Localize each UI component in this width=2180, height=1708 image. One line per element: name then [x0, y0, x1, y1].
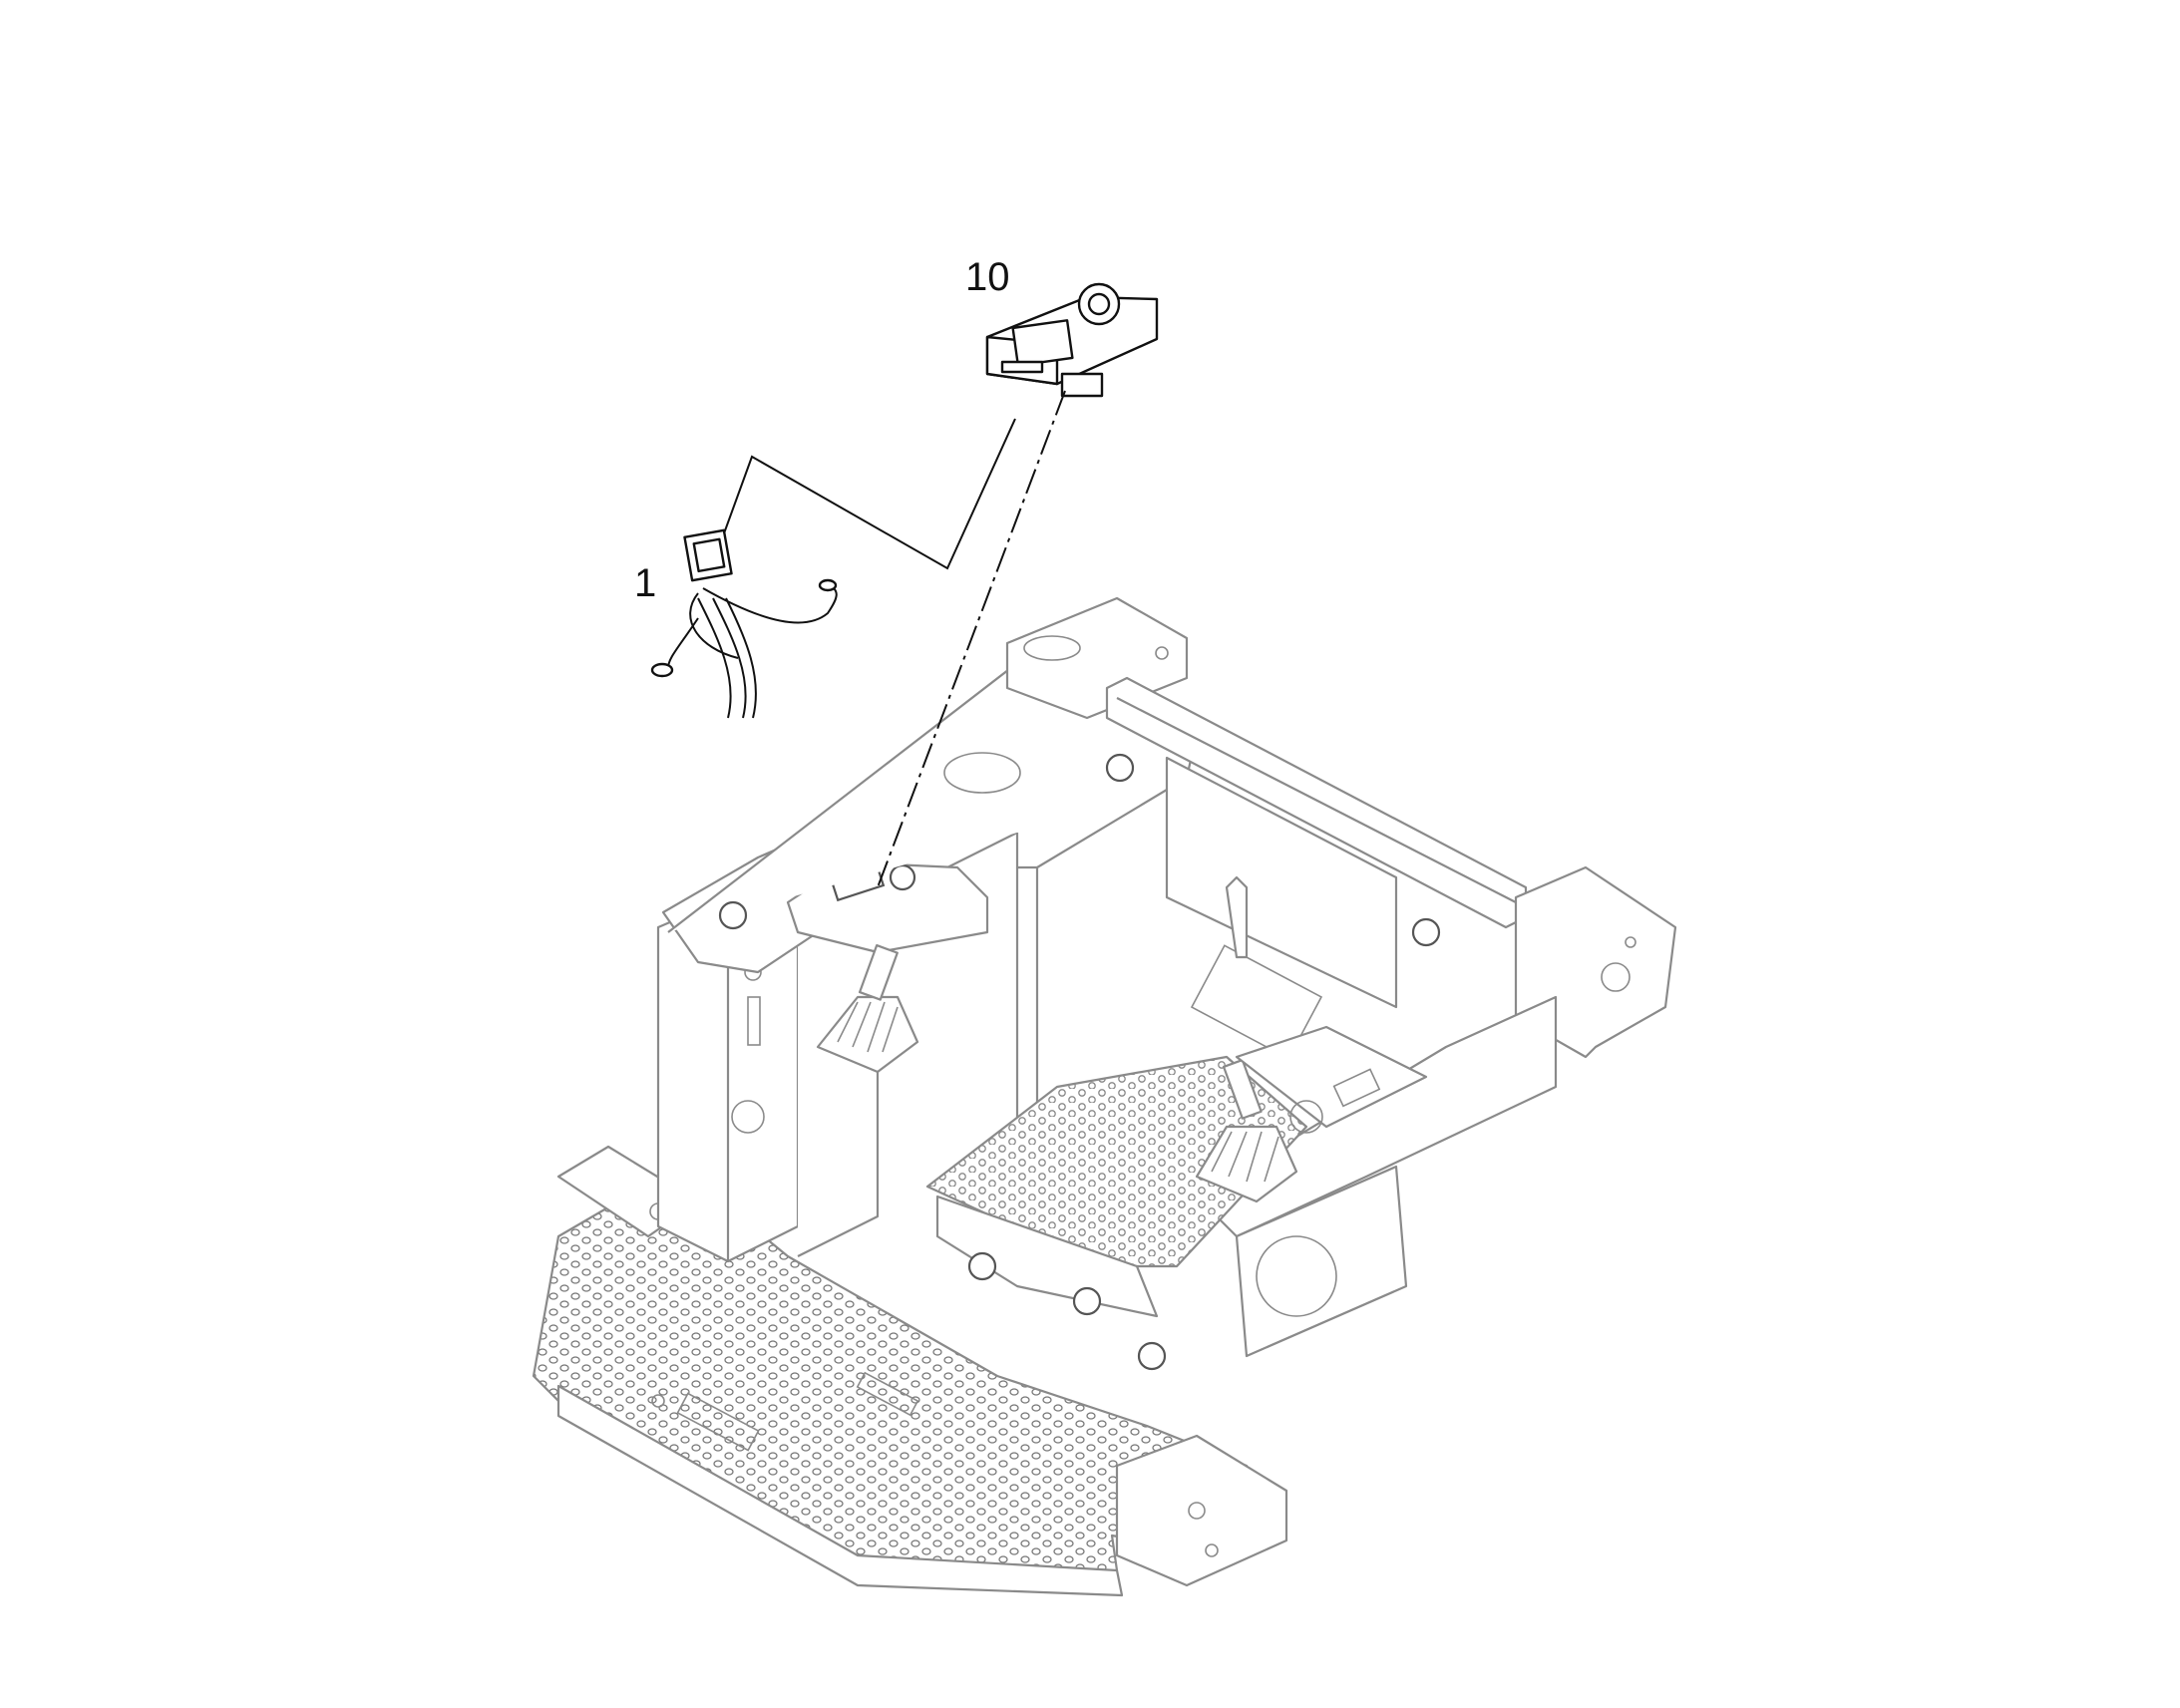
back-wall [1165, 756, 1398, 1009]
machine-frame [532, 596, 1677, 1597]
right-lower-box [1235, 1165, 1408, 1358]
callout-label-10: 10 [965, 255, 1010, 299]
floor-right-lug [1115, 1434, 1288, 1587]
round-fittings [718, 753, 1441, 1371]
wiring-harness-part[interactable] [650, 528, 838, 719]
control-panel-part[interactable] [985, 282, 1159, 398]
callout-label-1: 1 [634, 561, 657, 605]
floor-flange [556, 1384, 1124, 1597]
leader-line-1 [723, 418, 1016, 570]
left-joystick [816, 943, 919, 1074]
top-plate-hole [943, 752, 1021, 794]
leader-line-10-dashdot [877, 390, 1066, 888]
right-joystick [1195, 1058, 1298, 1203]
